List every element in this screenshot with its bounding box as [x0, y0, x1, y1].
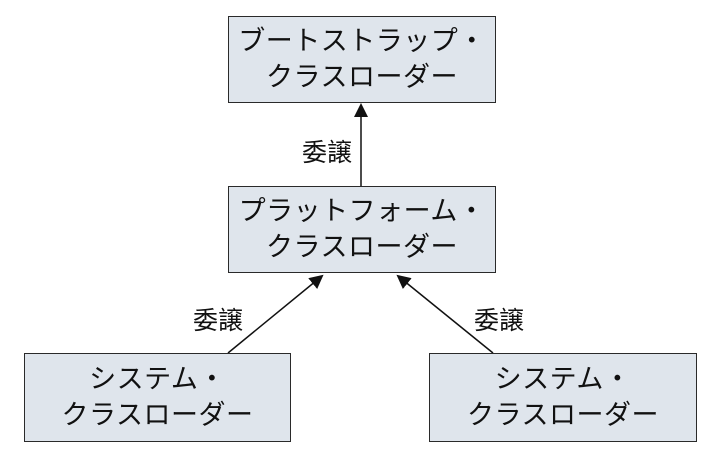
- edge-system-left-to-platform: [227, 274, 324, 354]
- bootstrap-label-line2: クラスローダー: [266, 61, 458, 93]
- platform-label-line2: クラスローダー: [266, 231, 458, 263]
- system-right-label-line1: システム・: [494, 363, 632, 395]
- system-class-loader-box-right: システム・ クラスローダー: [429, 353, 697, 442]
- system-left-label-line2: クラスローダー: [61, 399, 254, 431]
- platform-label-line1: プラットフォーム・: [238, 195, 486, 227]
- system-right-label-line2: クラスローダー: [467, 399, 659, 431]
- bootstrap-class-loader-box: ブートストラップ・ クラスローダー: [228, 16, 496, 103]
- edge-label-system-left-to-platform: 委譲: [193, 306, 244, 335]
- platform-class-loader-box: プラットフォーム・ クラスローダー: [228, 186, 496, 273]
- system-left-label-line1: システム・: [89, 363, 226, 395]
- edge-system-right-to-platform: [396, 274, 494, 354]
- edge-label-system-right-to-platform: 委譲: [474, 306, 525, 335]
- edge-label-platform-to-bootstrap: 委譲: [302, 138, 353, 167]
- system-class-loader-box-left: システム・ クラスローダー: [24, 353, 291, 442]
- bootstrap-label-line1: ブートストラップ・: [238, 25, 486, 57]
